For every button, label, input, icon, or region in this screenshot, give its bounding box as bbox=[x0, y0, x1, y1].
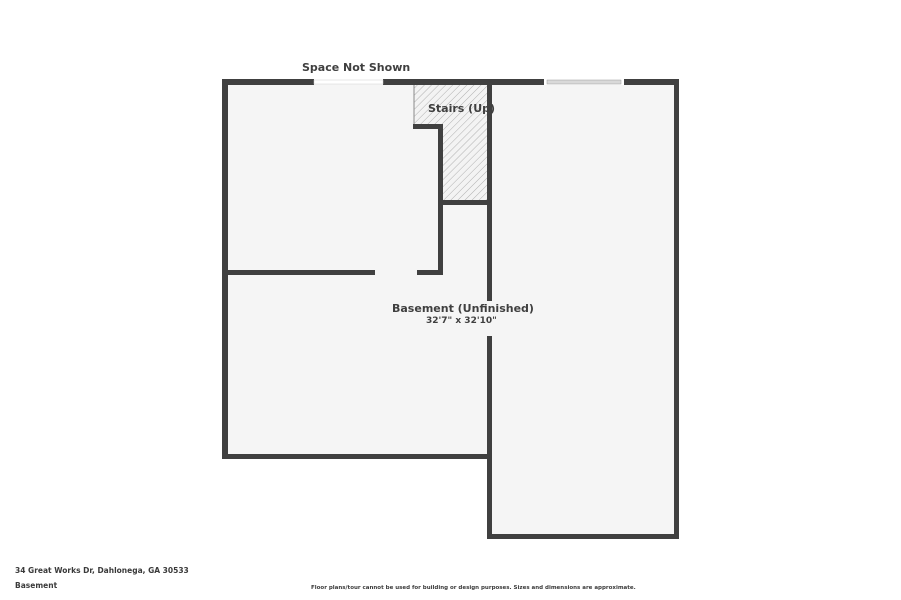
room-dimensions-label: 32'7" x 32'10" bbox=[426, 316, 497, 326]
room-name-label: Basement (Unfinished) bbox=[392, 302, 534, 315]
stairs-label: Stairs (Up) bbox=[428, 102, 496, 115]
open-space-gap bbox=[313, 79, 384, 85]
openings bbox=[313, 79, 624, 85]
space-not-shown-label: Space Not Shown bbox=[302, 61, 411, 74]
window-pane bbox=[546, 79, 622, 85]
property-address: 34 Great Works Dr, Dahlonega, GA 30533 bbox=[15, 566, 189, 575]
walls bbox=[222, 79, 679, 539]
disclaimer-text: Floor plans/tour cannot be used for buil… bbox=[311, 585, 636, 591]
floor-name: Basement bbox=[15, 581, 58, 590]
